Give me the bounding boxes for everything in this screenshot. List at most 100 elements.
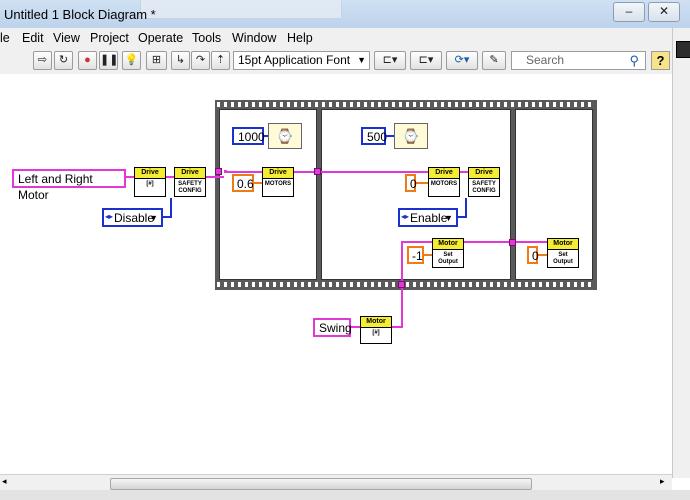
motor-refnum-get-vi[interactable]: Motor [#]: [360, 316, 392, 344]
block-diagram-canvas[interactable]: Left and Right Motor ◂▸ Disable ▼ ◂▸ Ena…: [0, 74, 672, 474]
vi-body-label: Set Output: [553, 252, 573, 265]
search-placeholder: Search: [526, 53, 565, 67]
retain-wire-values-icon[interactable]: ⊞: [146, 51, 167, 70]
sequence-tunnel: [509, 239, 516, 246]
minimize-button[interactable]: –: [613, 2, 645, 22]
enum-wire-vertical: [170, 198, 172, 218]
drive-motors-vi[interactable]: Drive MOTORS: [428, 167, 460, 197]
status-strip: [0, 490, 690, 500]
scroll-left-icon[interactable]: ◂: [2, 476, 7, 486]
context-help-button[interactable]: ?: [651, 51, 670, 70]
vi-header: Drive: [135, 168, 165, 179]
get-refnum-icon: [#]: [146, 181, 154, 187]
drive-safety-config-vi[interactable]: Drive SAFETY CONFIG: [174, 167, 206, 197]
vi-header: Drive: [429, 168, 459, 179]
step-out-icon[interactable]: ⇡: [211, 51, 230, 70]
film-holes-top: [217, 102, 595, 107]
film-holes-bottom: [217, 282, 595, 287]
search-icon: ⚲: [629, 53, 639, 68]
scrollbar-thumb[interactable]: [110, 478, 532, 490]
motor-wire-right: [462, 241, 548, 243]
drive-motors-vi[interactable]: Drive MOTORS: [262, 167, 294, 197]
pause-icon[interactable]: ❚❚: [99, 51, 118, 70]
reorder-icon[interactable]: ⟳▾: [446, 51, 478, 70]
output-constant[interactable]: -1: [407, 246, 424, 264]
motor-set-output-vi[interactable]: Motor Set Output: [547, 238, 579, 268]
disable-enum-constant[interactable]: ◂▸ Disable ▼: [102, 208, 163, 227]
horizontal-scrollbar[interactable]: ◂ ▸: [0, 474, 672, 491]
search-input[interactable]: Search ⚲: [511, 51, 646, 70]
enum-wire: [458, 216, 466, 218]
cleanup-diagram-icon[interactable]: ✎: [482, 51, 506, 70]
enum-selector-icon: ◂▸: [105, 212, 114, 221]
toolbar: ⇨ ↻ ● ❚❚ 💡 ⊞ ↳ ↷ ⇡ 15pt Application Font…: [0, 48, 690, 75]
motor-set-output-vi[interactable]: Motor Set Output: [432, 238, 464, 268]
speed-wire: [254, 182, 264, 184]
get-refnum-icon: [#]: [372, 330, 380, 336]
speed-constant[interactable]: 0: [405, 174, 417, 192]
align-objects-icon[interactable]: ⊏▾: [374, 51, 406, 70]
wait-timer-icon[interactable]: ⌚: [394, 123, 428, 149]
step-over-icon[interactable]: ↷: [191, 51, 210, 70]
chevron-down-icon: ▼: [357, 55, 366, 65]
menu-view[interactable]: View: [53, 31, 80, 45]
close-button[interactable]: ✕: [648, 2, 680, 22]
vi-body-label: MOTORS: [264, 181, 292, 187]
vi-header: Drive: [263, 168, 293, 179]
menu-tools[interactable]: Tools: [192, 31, 222, 45]
vi-body-label: SAFETY CONFIG: [178, 181, 202, 194]
vi-header: Drive: [175, 168, 205, 179]
wait-ms-constant[interactable]: 500: [361, 127, 387, 145]
chevron-down-icon: ▼: [149, 213, 158, 223]
wait-wire: [386, 135, 394, 137]
output-wire: [538, 254, 548, 256]
menu-file[interactable]: le: [0, 31, 10, 45]
font-select[interactable]: 15pt Application Font ▼: [233, 51, 370, 70]
run-arrow-icon[interactable]: ⇨: [33, 51, 52, 70]
highlight-execution-icon[interactable]: 💡: [122, 51, 141, 70]
vi-header: Motor: [433, 239, 463, 250]
right-side-panel: [672, 28, 690, 478]
background-window-tab: [140, 0, 342, 19]
sequence-tunnel: [215, 168, 222, 175]
menu-help[interactable]: Help: [287, 31, 313, 45]
menu-bar: le Edit View Project Operate Tools Windo…: [0, 28, 690, 48]
drive-refnum-constant[interactable]: Left and Right Motor: [12, 169, 126, 202]
motor-wire-top: [401, 241, 434, 243]
enum-wire: [163, 216, 171, 218]
vi-body-label: MOTORS: [430, 181, 458, 187]
menu-operate[interactable]: Operate: [138, 31, 184, 45]
abort-icon[interactable]: ●: [78, 51, 97, 70]
disable-enum-value: Disable: [114, 211, 155, 225]
output-constant[interactable]: 0: [527, 246, 539, 264]
drive-safety-config-vi[interactable]: Drive SAFETY CONFIG: [468, 167, 500, 197]
vi-header: Motor: [548, 239, 578, 250]
run-continuously-icon[interactable]: ↻: [54, 51, 73, 70]
enum-selector-icon: ◂▸: [401, 212, 410, 221]
enum-wire-vertical: [465, 198, 467, 218]
vi-header: Drive: [469, 168, 499, 179]
menu-window[interactable]: Window: [232, 31, 277, 45]
vi-body-label: Set Output: [438, 252, 458, 265]
vi-icon[interactable]: [676, 41, 690, 58]
title-bar: Untitled 1 Block Diagram * – ✕: [0, 0, 690, 28]
speed-constant[interactable]: 0.6: [232, 174, 254, 192]
enable-enum-value: Enable: [410, 211, 448, 225]
wait-timer-icon[interactable]: ⌚: [268, 123, 302, 149]
font-select-value: 15pt Application Font: [238, 53, 351, 67]
scroll-right-icon[interactable]: ▸: [660, 476, 665, 486]
step-into-icon[interactable]: ↳: [171, 51, 190, 70]
enable-enum-constant[interactable]: ◂▸ Enable ▼: [398, 208, 458, 227]
swing-refnum-constant[interactable]: Swing: [313, 318, 352, 337]
speed-wire: [416, 182, 428, 184]
menu-project[interactable]: Project: [90, 31, 129, 45]
chevron-down-icon: ▼: [444, 213, 453, 223]
vi-body-label: SAFETY CONFIG: [472, 181, 496, 194]
output-wire: [424, 254, 434, 256]
distribute-objects-icon[interactable]: ⊏▾: [410, 51, 442, 70]
vi-header: Motor: [361, 317, 391, 328]
menu-edit[interactable]: Edit: [22, 31, 44, 45]
wait-ms-constant[interactable]: 1000: [232, 127, 265, 145]
refnum-wire-main: [224, 171, 428, 173]
drive-refnum-get-vi[interactable]: Drive [#]: [134, 167, 166, 197]
